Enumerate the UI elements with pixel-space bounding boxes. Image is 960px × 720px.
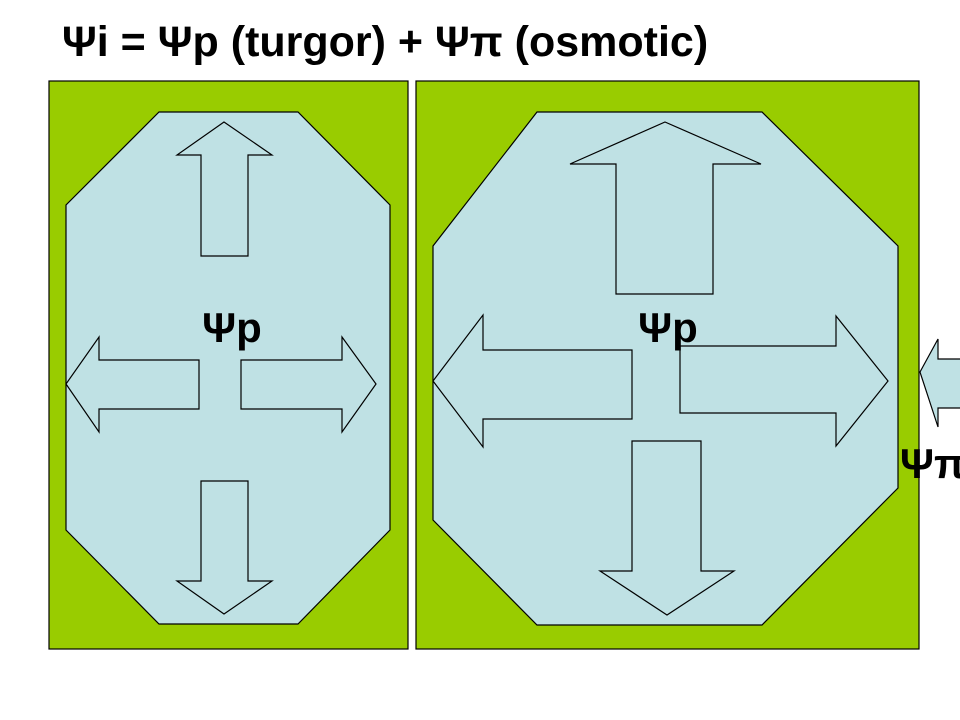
cell-2-left-arrow-icon [432, 313, 633, 449]
cell-1-vacuole [65, 111, 391, 625]
cell-1-left-arrow-icon [65, 335, 200, 434]
cell-2-right-arrow-icon [679, 314, 889, 448]
cell-2-vacuole [432, 111, 899, 626]
cell-2-up-arrow-icon [569, 121, 762, 295]
cell-1-pressure-label: Ψp [202, 304, 262, 351]
cell-1-right-arrow-icon [240, 335, 377, 434]
osmotic-left-arrow-icon [919, 338, 960, 428]
cell-2-pressure-label: Ψp [638, 304, 698, 351]
cell-1-up-arrow-icon [175, 121, 274, 257]
cell-2-down-arrow-icon [597, 440, 737, 616]
cell-1-down-arrow-icon [175, 480, 274, 615]
osmotic-label: Ψπ [900, 440, 960, 487]
cell-1: Ψp [48, 80, 409, 650]
cell-2: Ψp [415, 80, 920, 650]
slide-title: Ψi = Ψp (turgor) + Ψπ (osmotic) [62, 18, 709, 66]
